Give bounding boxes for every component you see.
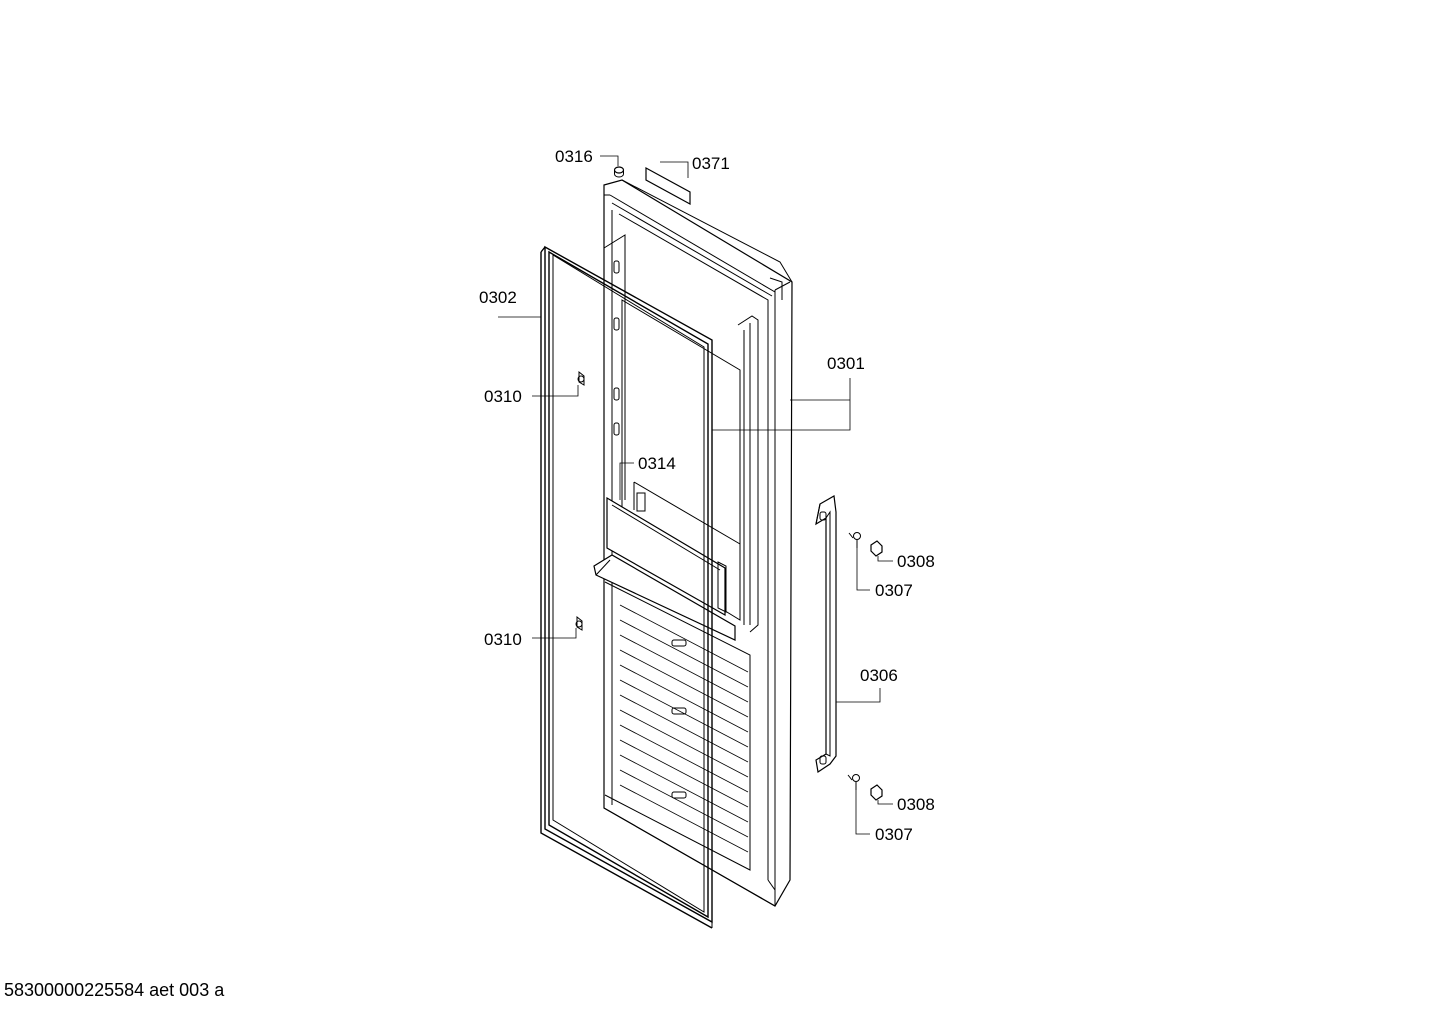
- label-0307-top: 0307: [875, 581, 913, 600]
- leader-lines: [498, 155, 893, 835]
- label-0302: 0302: [479, 288, 517, 307]
- pin-0310-bottom-part: [575, 615, 583, 631]
- label-0310-top: 0310: [484, 387, 522, 406]
- handle-0306-part: [815, 495, 837, 774]
- door-body-part: [603, 179, 793, 907]
- label-0316: 0316: [555, 147, 593, 166]
- door-gasket-part: [540, 245, 713, 929]
- label-0307-bottom: 0307: [875, 825, 913, 844]
- drawing-code: 58300000225584 aet 003 a: [4, 980, 225, 1000]
- label-0308-bottom: 0308: [897, 795, 935, 814]
- screw-0307-top-part: [848, 532, 861, 548]
- label-0314: 0314: [638, 454, 676, 473]
- flap-cover-part: [593, 481, 741, 641]
- label-0306: 0306: [860, 666, 898, 685]
- screw-0307-bottom-part: [847, 774, 860, 790]
- label-0301: 0301: [827, 354, 865, 373]
- label-0371: 0371: [692, 154, 730, 173]
- pin-0310-top-part: [577, 370, 585, 386]
- label-0310-bottom: 0310: [484, 630, 522, 649]
- strip-0371-part: [645, 166, 691, 206]
- cap-0308-top-part: [870, 540, 883, 557]
- cap-0308-bottom-part: [870, 784, 883, 801]
- label-0308-top: 0308: [897, 552, 935, 571]
- cap-0316-part: [613, 166, 625, 178]
